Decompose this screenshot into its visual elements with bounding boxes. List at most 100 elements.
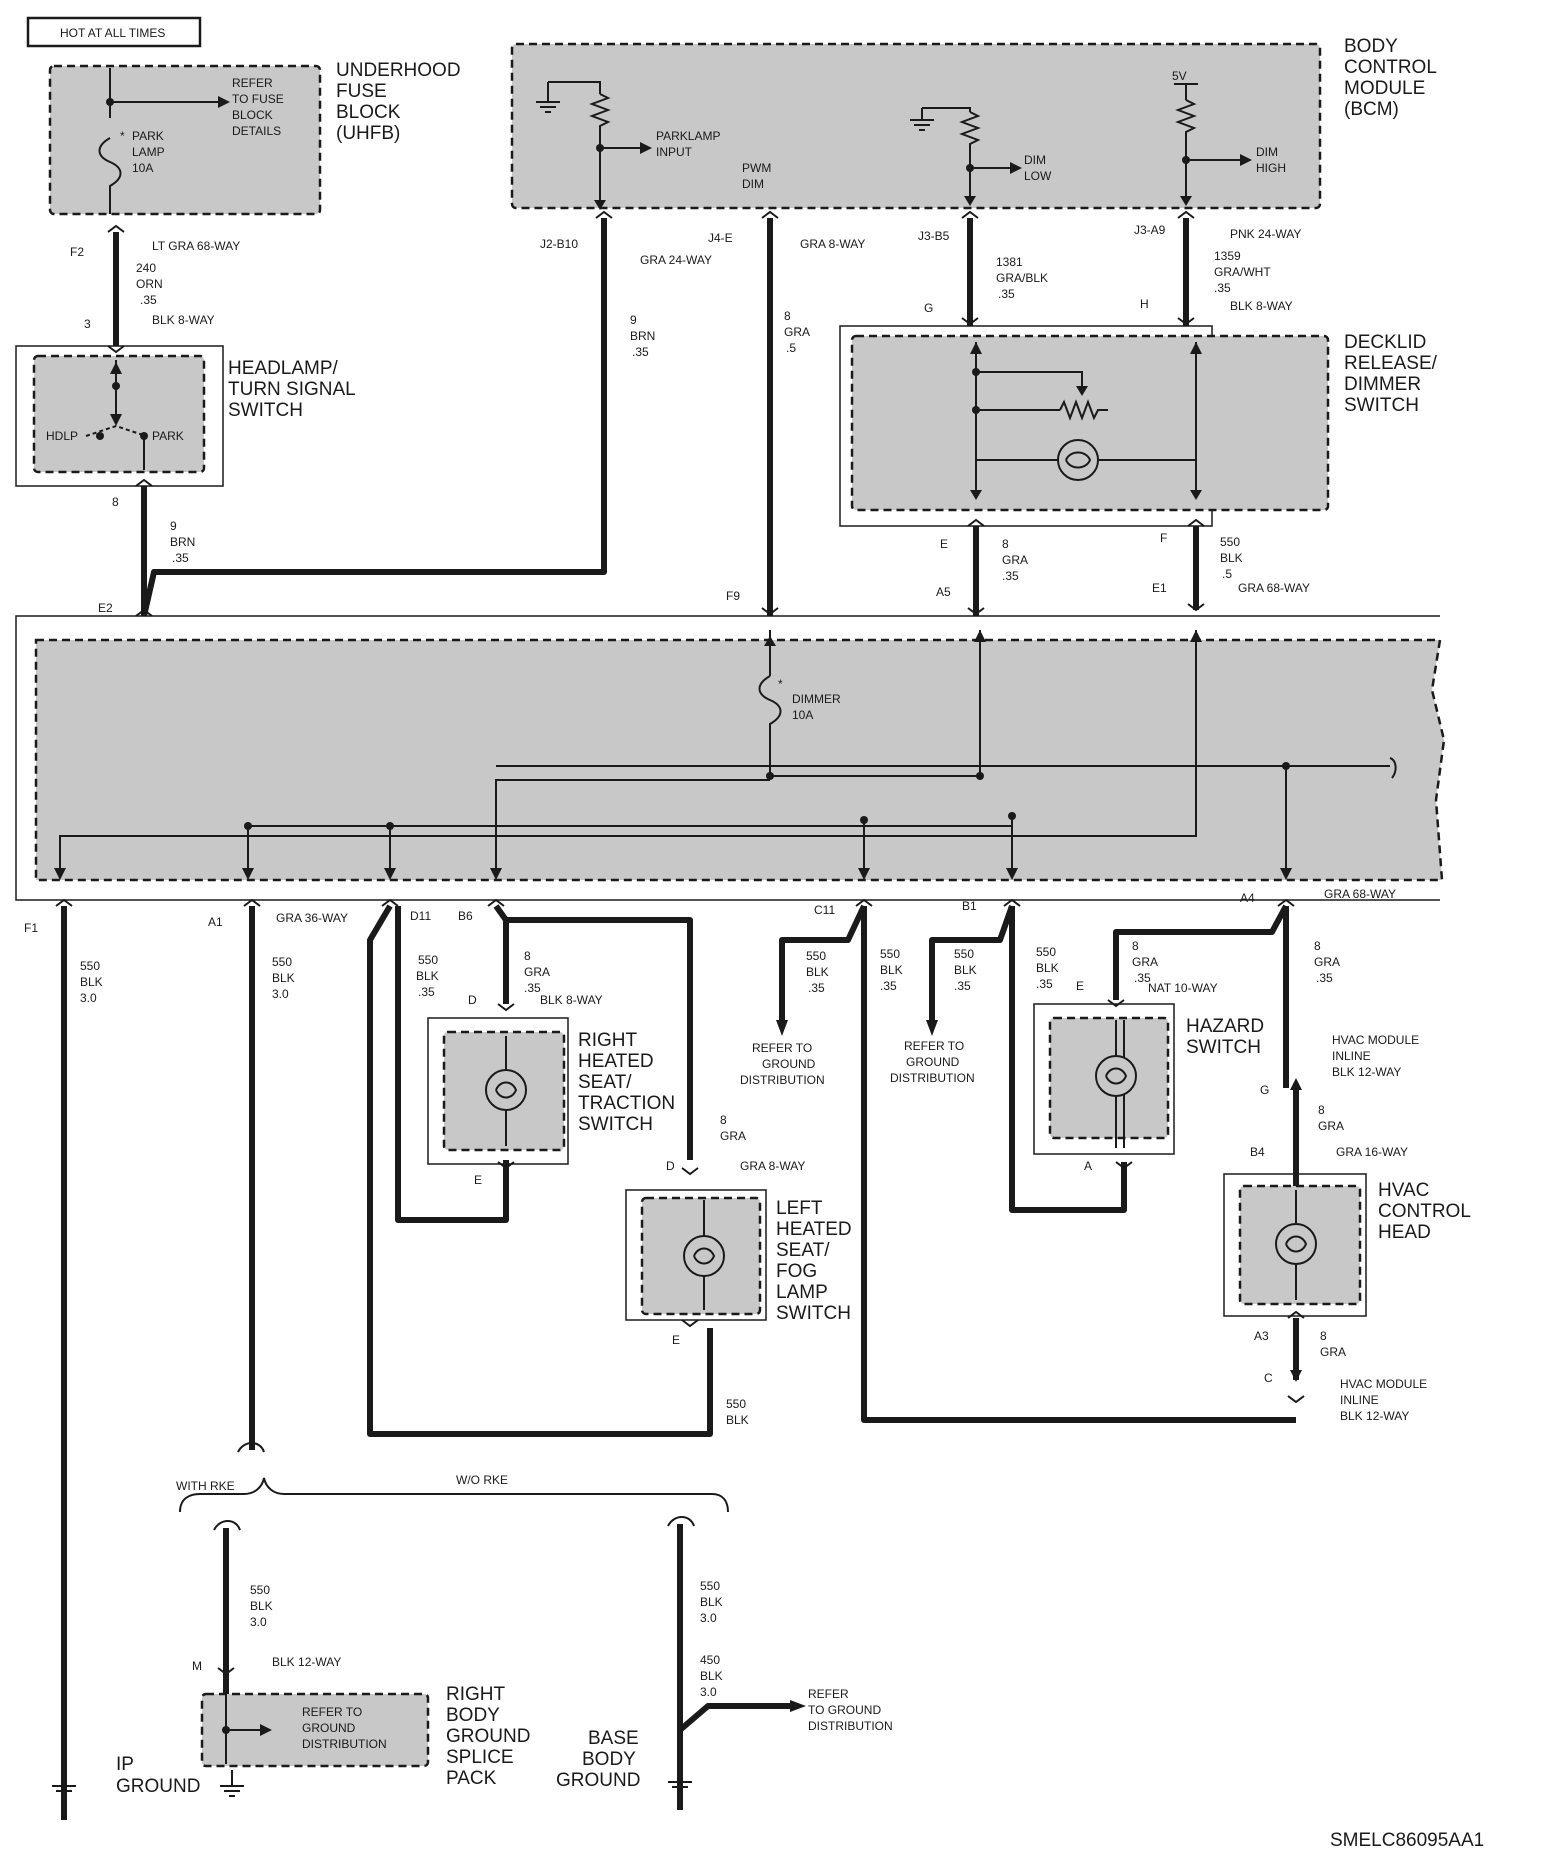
wire-label-blkl: BLK bbox=[700, 1669, 723, 1683]
lamp-icon bbox=[1095, 1055, 1137, 1097]
hvac-outline bbox=[1223, 1173, 1367, 1317]
svg-text:GROUND: GROUND bbox=[116, 1776, 200, 1797]
svg-text:10A: 10A bbox=[792, 708, 813, 722]
wire-label-blk8a: BLK 8-WAY bbox=[152, 313, 215, 327]
headlamp-switch-title: HEADLAMP/ TURN SIGNAL SWITCH bbox=[228, 358, 356, 421]
wire-label-e1: E1 bbox=[1152, 581, 1167, 595]
wire-label-gra16: GRA 16-WAY bbox=[1336, 1145, 1408, 1159]
wire-label-w8a: 8 bbox=[784, 309, 791, 323]
wire-label-ltgra68: LT GRA 68-WAY bbox=[152, 239, 240, 253]
svg-text:W/O RKE: W/O RKE bbox=[456, 1473, 508, 1487]
wire-label-hvacinl4: HVAC MODULE bbox=[1340, 1377, 1427, 1391]
wire-label-brna: BRN bbox=[170, 535, 195, 549]
svg-text:HEAD: HEAD bbox=[1378, 1222, 1431, 1243]
svg-text:WITH RKE: WITH RKE bbox=[176, 1479, 235, 1493]
wire-label-blkh: BLK bbox=[1036, 961, 1059, 975]
svg-text:REFER: REFER bbox=[808, 1687, 849, 1701]
wire-label-aa: A bbox=[1084, 1159, 1092, 1173]
svg-text:DIMMER: DIMMER bbox=[792, 692, 841, 706]
wire-label-grac: GRA bbox=[524, 965, 550, 979]
wire-label-grawht: GRA/WHT bbox=[1214, 265, 1271, 279]
svg-text:HIGH: HIGH bbox=[1256, 161, 1286, 175]
fuse-icon bbox=[98, 137, 122, 214]
svg-text:TURN SIGNAL: TURN SIGNAL bbox=[228, 379, 356, 400]
wire-label-gra8b: GRA 8-WAY bbox=[740, 1159, 805, 1173]
splice-pack-box bbox=[200, 1692, 430, 1768]
svg-text:RIGHT: RIGHT bbox=[578, 1030, 638, 1051]
ground-icon bbox=[220, 1770, 244, 1797]
wire-label-w550g: 550 bbox=[954, 947, 974, 961]
svg-text:DISTRIBUTION: DISTRIBUTION bbox=[302, 1737, 387, 1751]
hvac-title: HVAC CONTROL HEAD bbox=[1378, 1180, 1471, 1243]
wire-label-j3a9: J3-A9 bbox=[1134, 223, 1166, 237]
base-ground-label: BASE BODY GROUND bbox=[556, 1728, 640, 1791]
svg-text:HEATED: HEATED bbox=[578, 1051, 654, 1072]
wire-label-g30c: 3.0 bbox=[250, 1615, 267, 1629]
resistor-icon bbox=[959, 111, 981, 204]
decklid-switch-title: DECKLID RELEASE/ DIMMER SWITCH bbox=[1344, 332, 1438, 416]
refer-ground-text-1: REFER TO GROUND DISTRIBUTION bbox=[740, 1041, 825, 1087]
wire-hazard bbox=[1113, 904, 1289, 1000]
wire-label-w9b: 9 bbox=[630, 313, 637, 327]
svg-text:SWITCH: SWITCH bbox=[776, 1303, 851, 1324]
headlamp-switch-outline bbox=[15, 345, 224, 487]
wire-c11-ground bbox=[779, 904, 867, 1020]
wire-label-b6: B6 bbox=[458, 909, 473, 923]
wire-label-ec: E bbox=[1076, 979, 1084, 993]
wire-label-w8d: 8 bbox=[1132, 939, 1139, 953]
svg-text:HDLP: HDLP bbox=[46, 429, 78, 443]
wire-label-w8h: 8 bbox=[1320, 1329, 1327, 1343]
svg-text:DECKLID: DECKLID bbox=[1344, 332, 1426, 353]
wire-label-f9: F9 bbox=[726, 589, 740, 603]
wire-label-blk8b: BLK 8-WAY bbox=[1230, 299, 1293, 313]
potentiometer-icon bbox=[1059, 399, 1108, 421]
uhfb-box bbox=[48, 64, 322, 216]
wire-label-b1: B1 bbox=[962, 899, 977, 913]
wire-label-blki: BLK bbox=[726, 1413, 749, 1427]
wire-label-w550h: 550 bbox=[1036, 945, 1056, 959]
wire-label-blkd: BLK bbox=[416, 969, 439, 983]
wire-label-grae: GRA bbox=[1314, 955, 1340, 969]
wire-label-m: M bbox=[192, 1659, 202, 1673]
wire-label-blkk: BLK bbox=[700, 1595, 723, 1609]
hot-label: HOT AT ALL TIMES bbox=[60, 26, 165, 40]
refer-ground-text-2: REFER TO GROUND DISTRIBUTION bbox=[890, 1039, 975, 1085]
svg-text:DISTRIBUTION: DISTRIBUTION bbox=[890, 1071, 975, 1085]
wire-label-blkj: BLK bbox=[250, 1599, 273, 1613]
svg-text:SEAT/: SEAT/ bbox=[776, 1240, 830, 1261]
wire-label-p35m: .35 bbox=[1134, 971, 1151, 985]
svg-text:RIGHT: RIGHT bbox=[446, 1684, 506, 1705]
wire-label-g30b: 3.0 bbox=[272, 987, 289, 1001]
wire-label-gra68a: GRA 68-WAY bbox=[1238, 581, 1310, 595]
wire-label-j2b10: J2-B10 bbox=[540, 237, 578, 251]
wire-label-w8f: 8 bbox=[1318, 1103, 1325, 1117]
wire-label-g30d: 3.0 bbox=[700, 1611, 717, 1625]
wire-label-hvacinl1: HVAC MODULE bbox=[1332, 1033, 1419, 1047]
wire-label-w550k: 550 bbox=[700, 1579, 720, 1593]
wire-label-p35c: .35 bbox=[632, 345, 649, 359]
wire-label-g30a: 3.0 bbox=[80, 991, 97, 1005]
uhfb-title: UNDERHOOD FUSE BLOCK (UHFB) bbox=[336, 60, 461, 144]
wire-label-w8b: 8 bbox=[1002, 537, 1009, 551]
svg-text:(BCM): (BCM) bbox=[1344, 99, 1399, 120]
svg-text:*: * bbox=[120, 129, 125, 143]
wire-label-ee: E bbox=[672, 1333, 680, 1347]
svg-text:(UHFB): (UHFB) bbox=[336, 123, 400, 144]
svg-text:DETAILS: DETAILS bbox=[232, 124, 281, 138]
wire-label-w550d: 550 bbox=[418, 953, 438, 967]
wire-label-h: H bbox=[1140, 297, 1149, 311]
left-seat-title: LEFT HEATED SEAT/ FOG LAMP SWITCH bbox=[776, 1198, 852, 1324]
wire-label-w550f: 550 bbox=[880, 947, 900, 961]
svg-text:DISTRIBUTION: DISTRIBUTION bbox=[808, 1719, 893, 1733]
svg-text:BODY: BODY bbox=[582, 1749, 636, 1770]
svg-text:REFER TO: REFER TO bbox=[904, 1039, 964, 1053]
wire-label-w8e: 8 bbox=[1314, 939, 1321, 953]
left-seat-outline bbox=[625, 1189, 767, 1321]
wire-label-hvacinl5: INLINE bbox=[1340, 1393, 1379, 1407]
hazard-title: HAZARD SWITCH bbox=[1186, 1016, 1264, 1058]
wire-label-p35g: .35 bbox=[418, 985, 435, 999]
wire-label-blk12: BLK 12-WAY bbox=[272, 1655, 341, 1669]
wire-label-a4: A4 bbox=[1240, 891, 1255, 905]
svg-text:BODY: BODY bbox=[1344, 36, 1398, 57]
svg-text:10A: 10A bbox=[132, 161, 153, 175]
